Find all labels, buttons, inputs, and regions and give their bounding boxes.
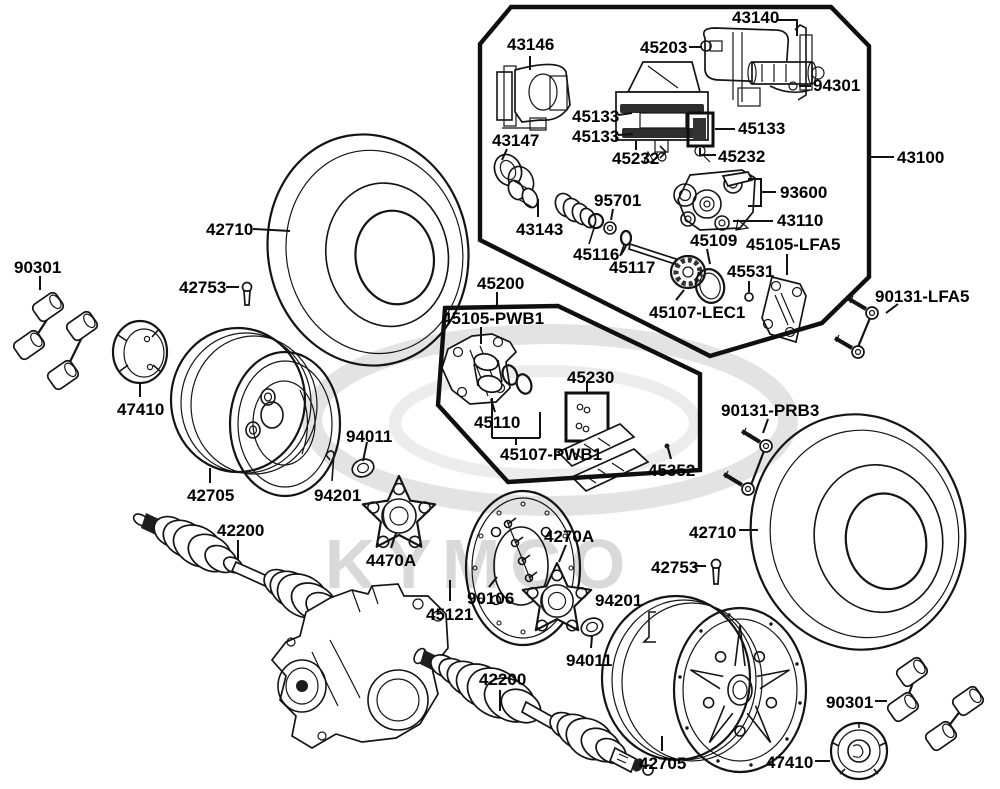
lower-axle (413, 647, 654, 776)
part-label-4270A: 4270A (544, 527, 595, 546)
part-label-90301-left: 90301 (14, 258, 62, 277)
part-label-45133-right: 45133 (738, 119, 786, 138)
cotter-pin-right (642, 611, 656, 643)
part-label-90131-PRB3: 90131-PRB3 (721, 401, 820, 420)
part-label-45105-LFA5: 45105-LFA5 (746, 235, 841, 254)
union-bolt-95701 (603, 221, 617, 235)
part-label-47410-right: 47410 (766, 753, 814, 772)
leader-lines (39, 19, 899, 762)
part-label-42200-lower: 42200 (479, 670, 527, 689)
upper-axle (132, 513, 349, 626)
axle-nut-left (351, 458, 375, 478)
part-label-4470A: 4470A (366, 551, 417, 570)
cotter-pin-left (325, 450, 335, 482)
part-label-90301-right: 90301 (826, 693, 874, 712)
part-label-90106: 90106 (467, 589, 515, 608)
master-cylinder-43140 (700, 24, 825, 107)
part-label-45200: 45200 (477, 274, 525, 293)
part-label-94201-left: 94201 (314, 486, 362, 505)
part-label-43140: 43140 (732, 8, 780, 27)
left-lug-nuts (12, 291, 99, 391)
part-label-90131-LFA5: 90131-LFA5 (875, 287, 970, 306)
right-tire (749, 413, 967, 651)
brake-pad-pins (503, 517, 538, 583)
axle-nut-right (580, 617, 604, 637)
part-label-45107-LEC1: 45107-LEC1 (649, 303, 746, 322)
part-label-93600: 93600 (780, 183, 828, 202)
piston-43143 (507, 179, 597, 229)
part-label-45531: 45531 (727, 262, 775, 281)
brake-assembly-box-43100 (477, 4, 872, 359)
part-label-94201-right: 94201 (595, 591, 643, 610)
part-label-45133-upper: 45133 (572, 107, 620, 126)
part-label-43110: 43110 (777, 211, 824, 230)
part-label-42753-left: 42753 (179, 278, 227, 297)
part-label-43146: 43146 (507, 35, 555, 54)
part-label-45107-PWB1: 45107-PWB1 (500, 445, 603, 464)
left-hub-cap (111, 319, 169, 385)
right-hub-cap (829, 721, 889, 781)
o-ring-45109 (694, 268, 726, 304)
part-label-94301: 94301 (813, 76, 861, 95)
part-label-43100: 43100 (897, 148, 945, 167)
part-label-94011-left: 94011 (346, 427, 393, 446)
part-label-45232-left: 45232 (612, 149, 660, 168)
part-label-42705-right: 42705 (639, 754, 687, 773)
part-label-45117: 45117 (609, 258, 656, 277)
valve-stem-left (241, 281, 253, 306)
part-label-43143: 43143 (516, 220, 564, 239)
part-label-47410-left: 47410 (117, 400, 165, 419)
bleed-ball-45531 (744, 292, 754, 302)
flange-bolts-90131-PRB3 (722, 427, 773, 496)
part-label-45116: 45116 (573, 245, 620, 264)
right-hub (521, 561, 593, 632)
part-label-45232-right: 45232 (718, 147, 766, 166)
left-wheel (169, 326, 342, 498)
left-tire (266, 133, 470, 367)
part-label-45230: 45230 (567, 368, 615, 387)
piston-45110 (473, 352, 533, 395)
left-hub (361, 474, 437, 549)
right-lug-nuts (886, 656, 985, 752)
flange-bolts-90131-LFA5 (833, 295, 879, 359)
part-label-45133-lower: 45133 (572, 127, 620, 146)
valve-stem-right (710, 558, 722, 585)
part-label-45121: 45121 (426, 605, 474, 624)
part-label-42710-left: 42710 (206, 220, 254, 239)
caliper-43146 (496, 63, 571, 131)
part-label-94011-right: 94011 (566, 651, 613, 670)
part-label-42710-right: 42710 (689, 523, 737, 542)
differential (270, 583, 449, 749)
pad-screw-45352 (664, 443, 673, 460)
pad-pin (628, 242, 677, 266)
right-wheel (600, 594, 808, 774)
bracket-45105-LFA5 (761, 275, 807, 344)
part-label-45203: 45203 (640, 38, 688, 57)
part-label-45105-PWB1: 45105-PWB1 (442, 309, 545, 328)
part-label-43147: 43147 (492, 131, 540, 150)
caliper-box-45200 (435, 303, 703, 485)
part-label-45110: 45110 (474, 413, 521, 432)
part-label-95701: 95701 (594, 191, 642, 210)
part-label-42753-right: 42753 (651, 558, 699, 577)
part-label-45352: 45352 (648, 461, 696, 480)
part-label-42705-left: 42705 (187, 486, 235, 505)
caliper-45133-group (615, 61, 715, 163)
part-label-42200-upper: 42200 (217, 521, 265, 540)
part-label-45109: 45109 (690, 231, 738, 250)
snap-ring-45116 (587, 212, 605, 245)
